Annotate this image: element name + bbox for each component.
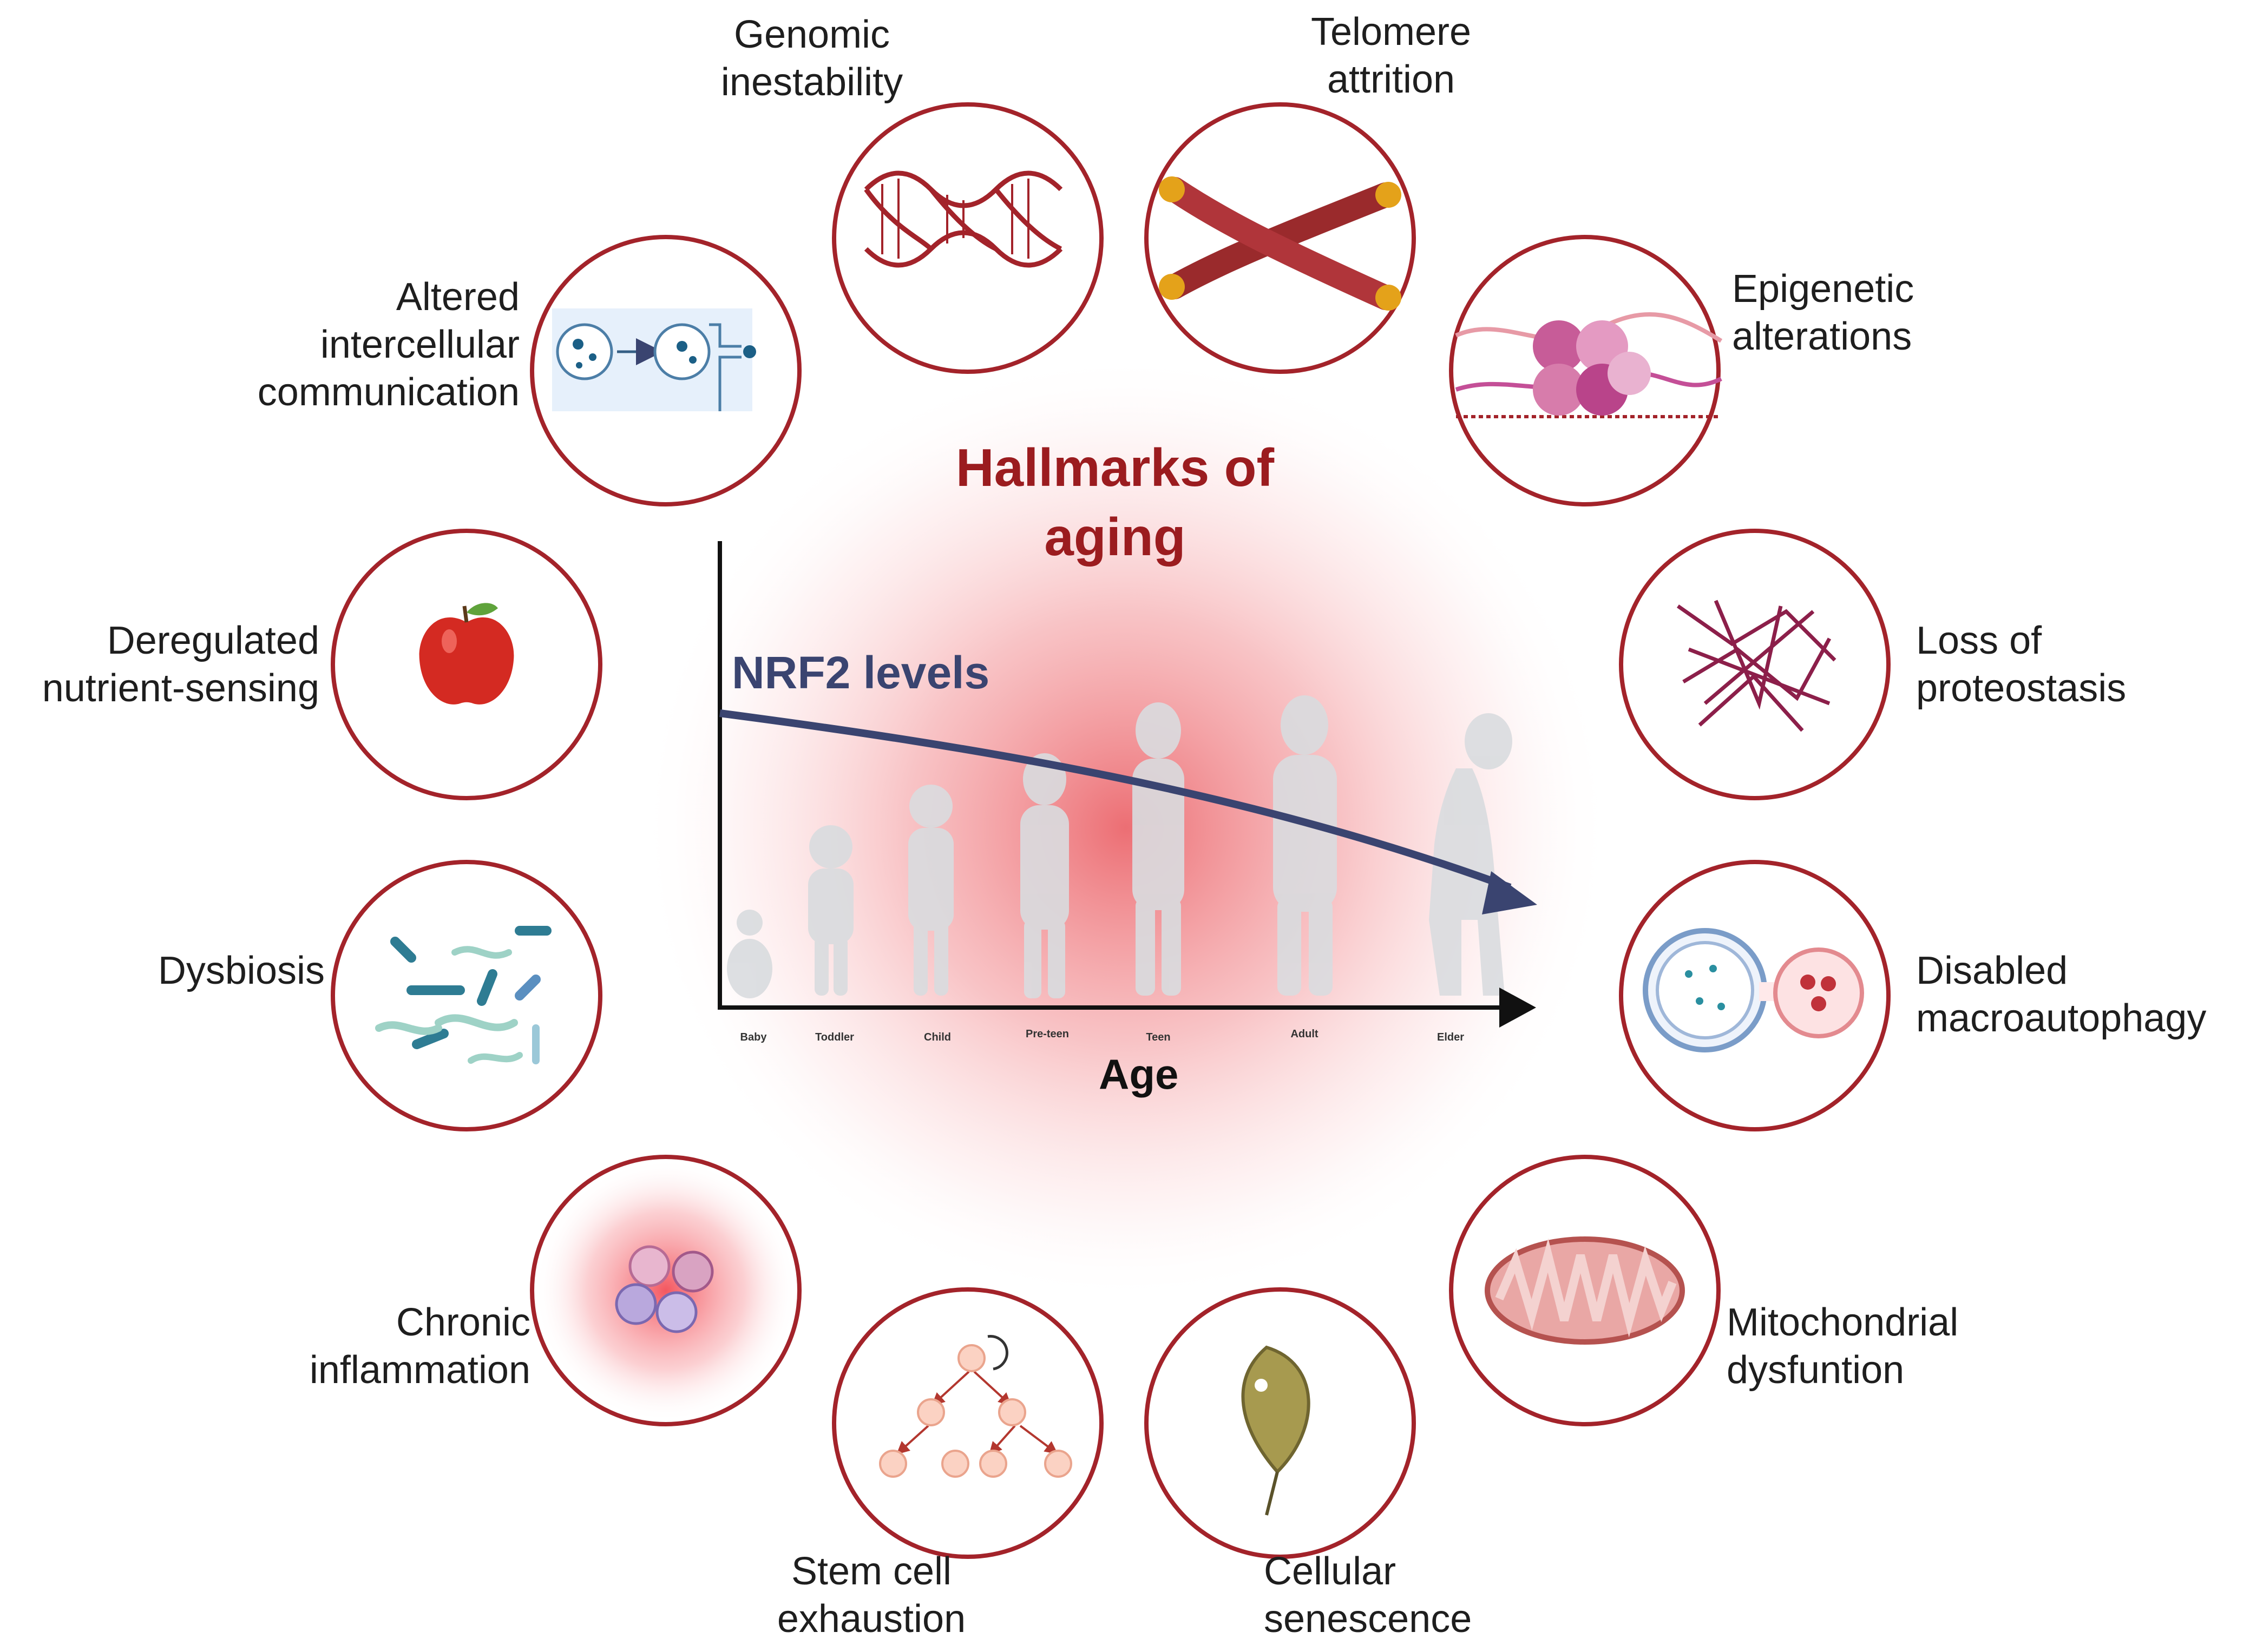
title-line-1: Hallmarks of bbox=[955, 438, 1275, 497]
label-dysbiosis: Dysbiosis bbox=[158, 949, 325, 992]
baby-silhouette bbox=[727, 910, 772, 998]
leaf-icon bbox=[1241, 1345, 1310, 1516]
bacteria-icon bbox=[375, 926, 552, 1064]
child-silhouette bbox=[908, 785, 954, 996]
inflammation-glow bbox=[534, 1159, 797, 1422]
x-axis-arrowhead bbox=[1499, 988, 1536, 1028]
autophagosome-icon bbox=[1643, 928, 1864, 1052]
immune-cells-icon bbox=[615, 1245, 714, 1333]
teen-silhouette bbox=[1132, 702, 1184, 996]
stage-label-teen: Teen bbox=[1146, 1031, 1171, 1043]
title-line-2: aging bbox=[1044, 507, 1186, 567]
nrf2-curve bbox=[719, 709, 1512, 891]
stem-cell-hierarchy-icon bbox=[879, 1335, 1072, 1478]
dna-icon bbox=[864, 170, 1063, 268]
nucleosome-icon bbox=[1455, 312, 1723, 418]
x-axis-label: Age bbox=[1099, 1050, 1179, 1098]
stage-label-toddler: Toddler bbox=[815, 1031, 854, 1043]
chromosome-icon bbox=[1159, 176, 1401, 311]
stage-label-child: Child bbox=[924, 1031, 951, 1043]
nrf2-curve-label: NRF2 levels bbox=[732, 647, 990, 698]
diagram-title: Hallmarks of aging bbox=[909, 433, 1321, 571]
elder-silhouette bbox=[1429, 713, 1512, 996]
age-silhouettes bbox=[727, 695, 1512, 998]
adult-silhouette bbox=[1273, 695, 1337, 996]
apple-icon bbox=[419, 603, 514, 705]
mitochondrion-icon bbox=[1485, 1236, 1685, 1345]
vesicle-communication-icon bbox=[552, 308, 756, 411]
preteen-silhouette bbox=[1020, 753, 1069, 998]
stage-label-baby: Baby bbox=[740, 1031, 767, 1043]
toddler-silhouette bbox=[808, 825, 854, 996]
protein-aggregate-icon bbox=[1676, 600, 1836, 732]
stage-label-elder: Elder bbox=[1436, 1031, 1465, 1043]
stage-label-adult: Adult bbox=[1290, 1028, 1318, 1040]
stage-label-preteen: Pre-teen bbox=[1025, 1028, 1070, 1040]
central-glow bbox=[639, 352, 1613, 1304]
nrf2-curve-arrowhead bbox=[1482, 871, 1537, 914]
